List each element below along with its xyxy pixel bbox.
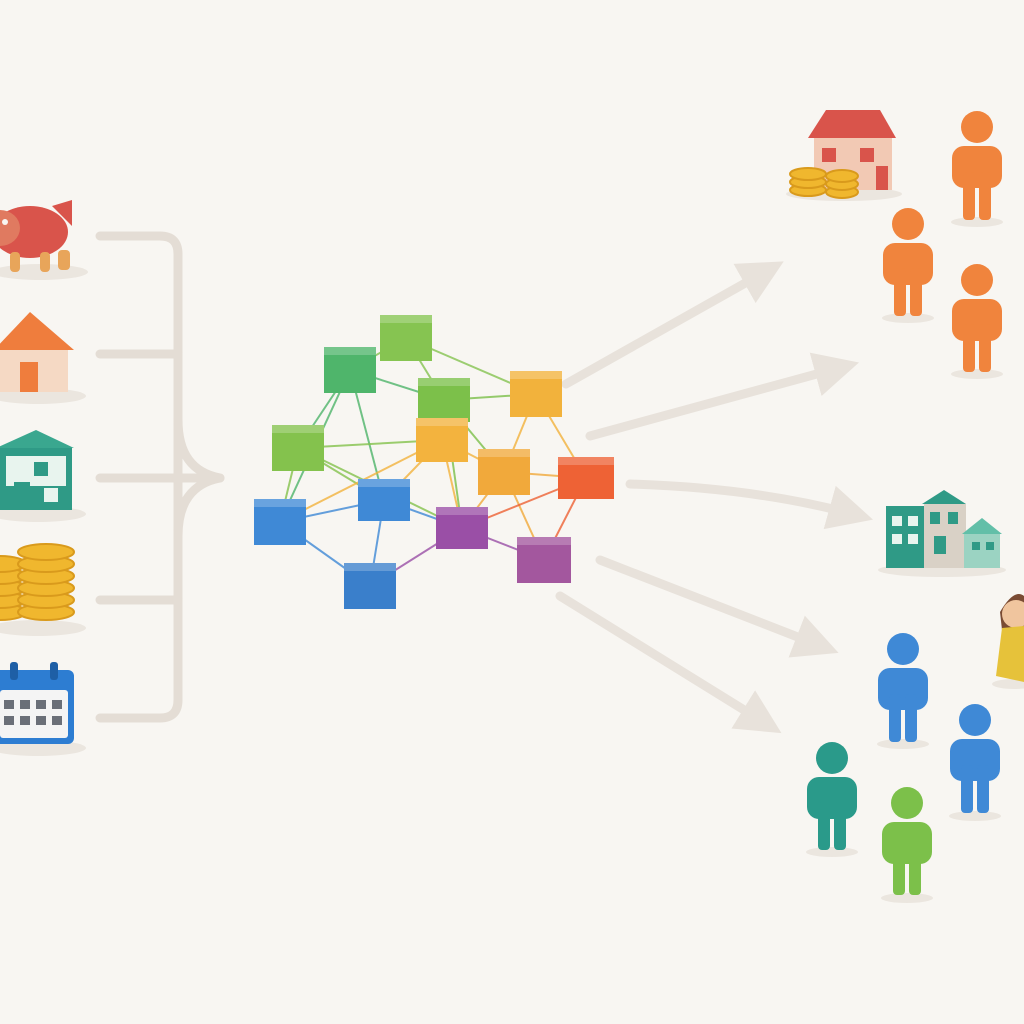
arrow-to-person <box>595 555 839 658</box>
network-node <box>358 479 410 521</box>
network-node-block <box>324 347 376 393</box>
arrow-to-house <box>561 261 784 389</box>
house-with-coins-icon <box>786 110 902 201</box>
network-node <box>510 371 562 417</box>
bull-icon <box>0 200 88 280</box>
person-yellow-icon <box>992 594 1024 689</box>
network-nodes <box>254 315 614 609</box>
network-node-highlight <box>344 563 396 571</box>
network-node-highlight <box>272 425 324 433</box>
node-network <box>254 315 614 609</box>
network-node-block <box>380 315 432 361</box>
network-node-block <box>344 563 396 609</box>
network-node-highlight <box>380 315 432 323</box>
network-node <box>344 563 396 609</box>
teal-person-icon <box>806 742 858 857</box>
network-node-highlight <box>558 457 614 465</box>
network-node-block <box>436 507 488 549</box>
network-node-block <box>418 378 470 422</box>
network-node-block <box>358 479 410 521</box>
network-node-highlight <box>358 479 410 487</box>
arrow-to-group <box>555 591 782 734</box>
network-node-highlight <box>324 347 376 355</box>
network-node-block <box>558 457 614 499</box>
network-node <box>558 457 614 499</box>
network-node-highlight <box>254 499 306 507</box>
network-node-highlight <box>418 378 470 386</box>
network-node-highlight <box>478 449 530 457</box>
orange-people-group <box>882 111 1003 379</box>
network-node-highlight <box>416 418 468 426</box>
network-node-highlight <box>436 507 488 515</box>
network-node <box>436 507 488 549</box>
output-icons <box>786 110 1024 903</box>
house-icon <box>0 312 86 404</box>
network-node <box>416 418 468 462</box>
input-icons <box>0 200 88 756</box>
network-node <box>478 449 530 495</box>
person-icon <box>877 633 929 749</box>
arrow-to-buildings <box>625 479 874 530</box>
calendar-icon <box>0 662 86 756</box>
network-node <box>272 425 324 471</box>
network-node <box>380 315 432 361</box>
person-icon <box>951 264 1003 379</box>
network-node-block <box>510 371 562 417</box>
network-node-highlight <box>517 537 571 545</box>
network-node <box>517 537 571 583</box>
network-node-block <box>478 449 530 495</box>
network-node <box>324 347 376 393</box>
blue-people-group <box>877 633 1001 821</box>
arrow-to-people <box>585 352 860 441</box>
person-icon <box>949 704 1001 821</box>
network-node-block <box>517 537 571 583</box>
input-merge-bracket <box>95 231 225 723</box>
network-node <box>418 378 470 422</box>
person-icon <box>882 208 934 323</box>
output-arrows <box>555 261 874 734</box>
network-node-highlight <box>510 371 562 379</box>
green-person-icon <box>881 787 933 903</box>
network-node-block <box>254 499 306 545</box>
person-icon <box>951 111 1003 227</box>
coin-stack-icon <box>0 543 86 636</box>
buildings-icon <box>878 490 1006 577</box>
shop-icon <box>0 430 86 522</box>
network-node-block <box>272 425 324 471</box>
network-node-block <box>416 418 468 462</box>
network-node <box>254 499 306 545</box>
